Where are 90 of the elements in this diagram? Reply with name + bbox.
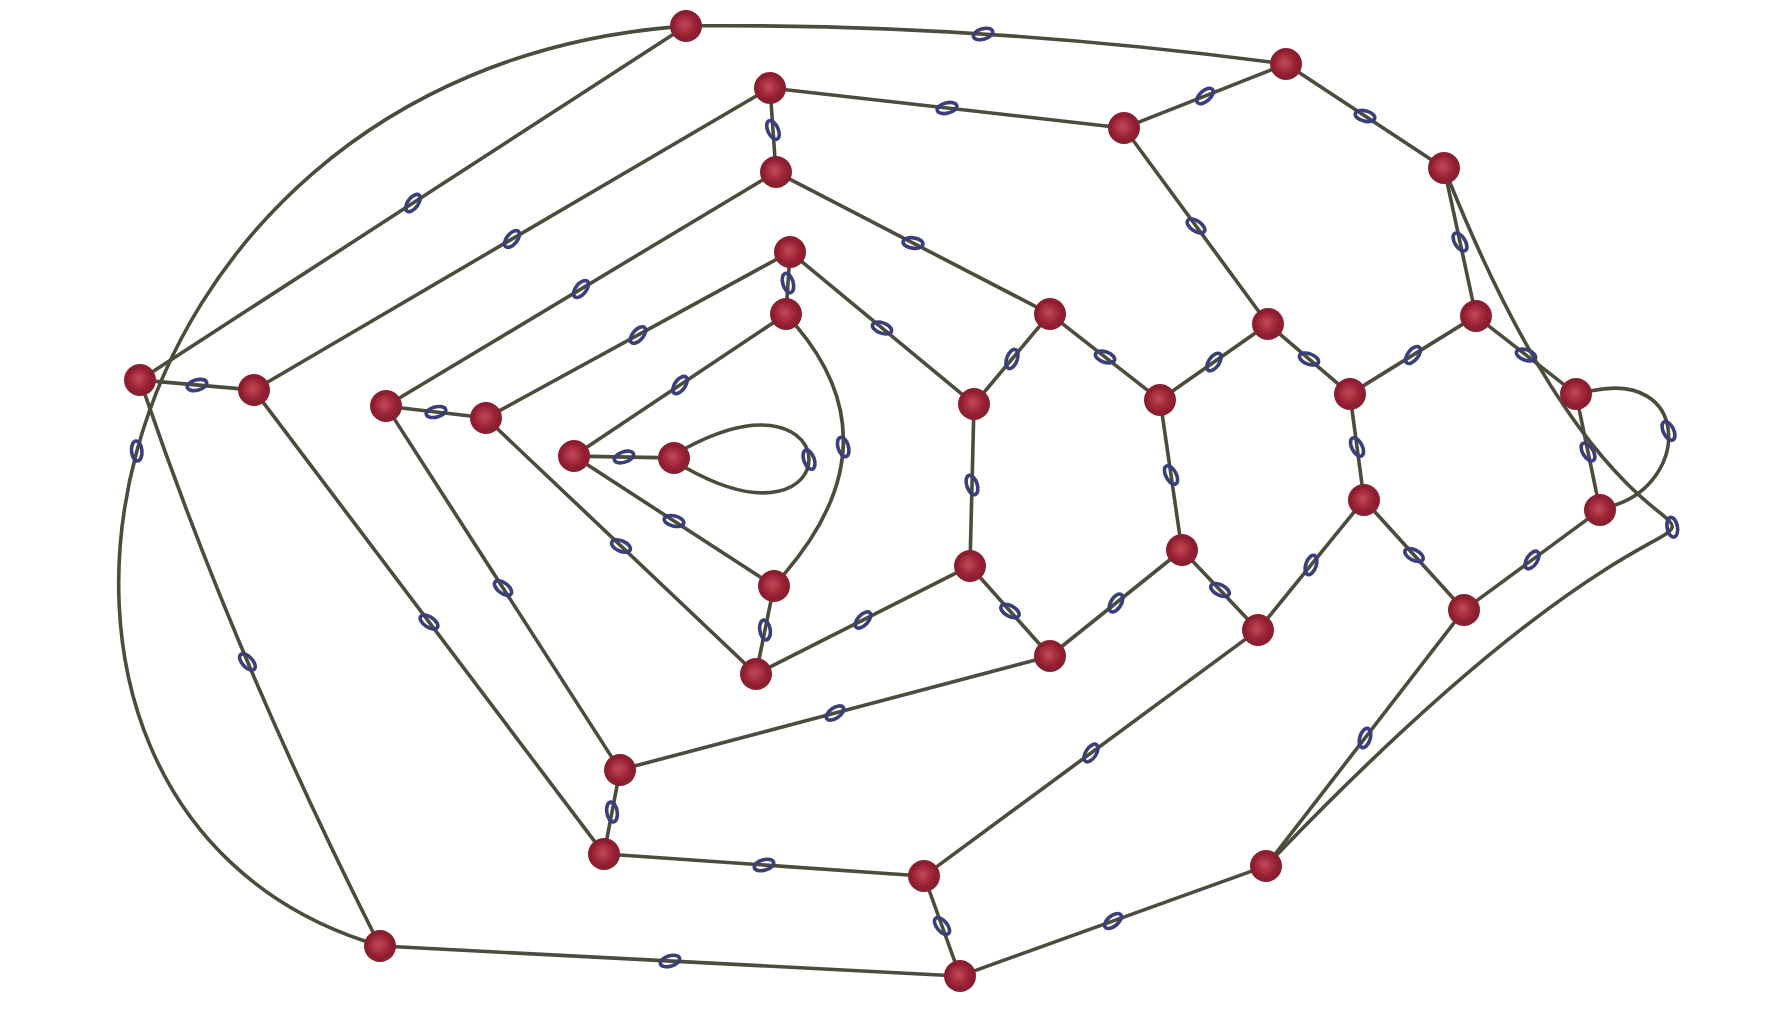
graph-edge — [1191, 559, 1249, 621]
vertex-dot — [944, 960, 976, 992]
graph-edge — [785, 266, 791, 300]
graph-edge — [400, 406, 472, 418]
vertex-dot — [1034, 640, 1066, 672]
graph-edge — [117, 25, 672, 943]
graph-edge — [757, 599, 773, 661]
graph-edge — [588, 454, 660, 460]
graph-edge — [1445, 181, 1475, 303]
vertex-dot — [1560, 378, 1592, 410]
vertex-dot — [754, 72, 786, 104]
graph-edge — [1060, 322, 1150, 392]
graph-edge — [1589, 386, 1671, 507]
vertex-dot — [1242, 614, 1274, 646]
vertex-dot — [1270, 48, 1302, 80]
vertex-dot — [1166, 534, 1198, 566]
vertex-dot — [1348, 484, 1380, 516]
graph-edge — [1373, 510, 1455, 600]
vertex-dot — [954, 550, 986, 582]
graph-edge — [495, 427, 747, 665]
graph-edge — [261, 401, 597, 843]
graph-edge — [1160, 414, 1182, 536]
graph-edge — [143, 393, 375, 934]
graph-edge — [982, 324, 1042, 394]
graph-edge — [927, 889, 957, 963]
vertex-dot — [238, 374, 270, 406]
graph-edge — [1361, 322, 1465, 388]
graph-edge — [784, 88, 1110, 128]
vertex-dot — [760, 156, 792, 188]
vertex-dot — [774, 236, 806, 268]
vertex-dot — [670, 10, 702, 42]
graph-edge — [392, 417, 614, 759]
vertex-dot — [370, 390, 402, 422]
graph-edge — [1278, 332, 1340, 386]
vertex-dot — [124, 364, 156, 396]
vertex-dot — [740, 658, 772, 690]
vertex-dot — [758, 570, 790, 602]
graph-edge — [782, 324, 845, 576]
graph-edge — [1171, 331, 1257, 393]
graph-edge — [605, 784, 619, 840]
graph-edge — [585, 321, 775, 449]
graph-edge — [800, 260, 964, 396]
graph-edge — [398, 178, 764, 400]
graph-edge — [1350, 408, 1364, 486]
graph-edge — [684, 423, 811, 495]
vertex-dot — [1144, 384, 1176, 416]
graph-edge — [968, 418, 976, 552]
vertex-dot — [1460, 300, 1492, 332]
graph-edge — [1486, 324, 1566, 386]
graph-edge — [700, 24, 1272, 64]
vertex-dot — [604, 754, 636, 786]
vertex-dot — [1428, 152, 1460, 184]
graph-edge — [154, 379, 240, 391]
graph-edge — [1475, 517, 1589, 603]
graph-edge — [618, 853, 910, 877]
graph-edge — [266, 94, 758, 384]
graph-edge — [1131, 139, 1261, 313]
vertex-dot — [1108, 112, 1140, 144]
graph-edge — [585, 463, 763, 579]
vertex-dot — [364, 930, 396, 962]
vertex-dot — [770, 298, 802, 330]
graph-edge — [973, 869, 1253, 973]
graph-edge — [633, 658, 1037, 768]
vertex-dot — [1584, 494, 1616, 526]
graph-edge — [1297, 71, 1433, 161]
graph-edge — [498, 257, 778, 413]
vertex-dot — [908, 860, 940, 892]
graph-edge — [1275, 181, 1674, 857]
graph-edge — [1137, 68, 1273, 124]
vertex-dot — [558, 440, 590, 472]
graph-edge — [768, 571, 958, 669]
vertex-dot — [1250, 850, 1282, 882]
graph-edge — [1274, 620, 1456, 856]
graph-edge — [1577, 407, 1599, 497]
graph-edge — [935, 637, 1247, 869]
vertex-dot — [658, 442, 690, 474]
graph-edge — [151, 33, 675, 373]
vertex-dot — [1252, 308, 1284, 340]
vertex-dot — [1334, 378, 1366, 410]
graph-edge — [1266, 510, 1356, 620]
graph-edge — [978, 576, 1042, 646]
graph-edge — [788, 177, 1038, 309]
vertex-dot — [1448, 594, 1480, 626]
graph-edge — [1060, 558, 1172, 648]
vertex-dot — [958, 388, 990, 420]
graph-edge — [769, 102, 777, 158]
vertex-dot — [470, 402, 502, 434]
graph-edge — [394, 945, 946, 977]
vertex-dot — [588, 838, 620, 870]
vertex-dot — [1034, 298, 1066, 330]
